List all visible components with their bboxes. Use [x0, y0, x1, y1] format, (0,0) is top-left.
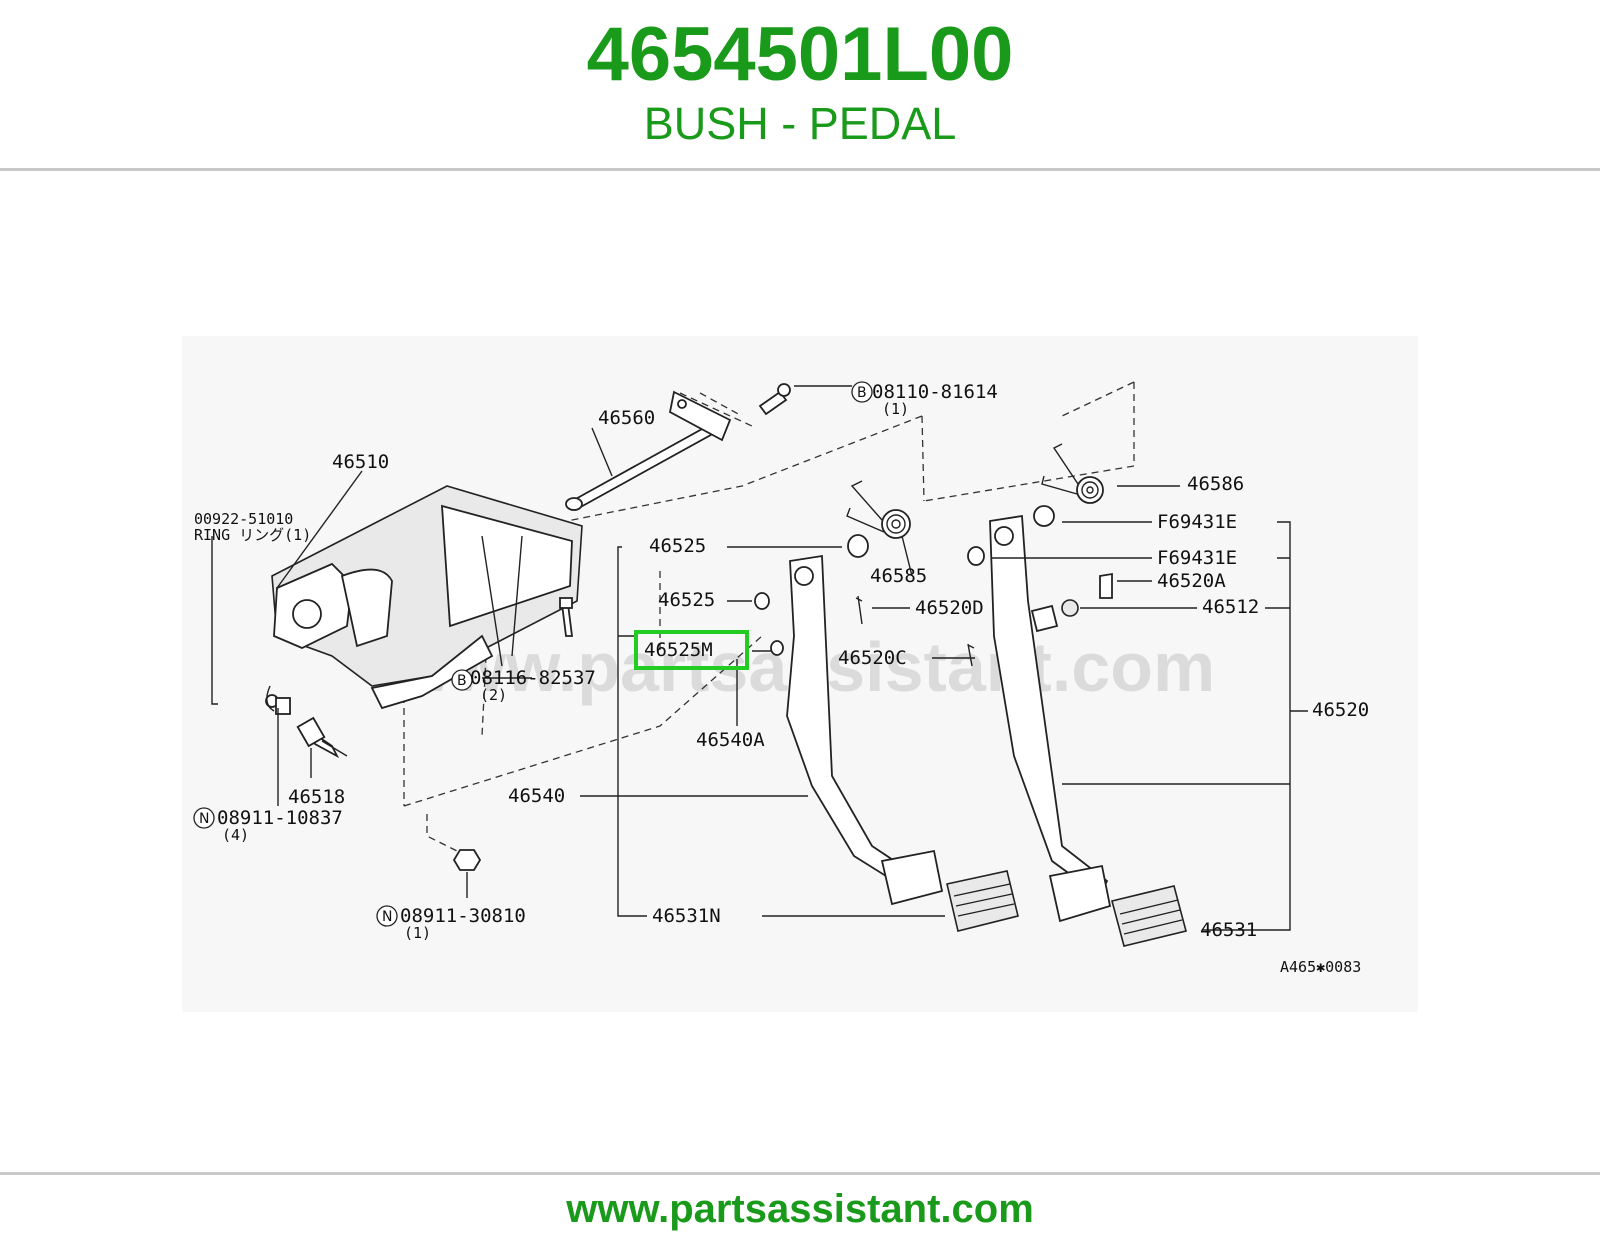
prefix-circle — [376, 905, 398, 927]
bushing-46518 — [296, 716, 348, 759]
dash-line — [699, 392, 743, 417]
prefix-circle — [193, 807, 215, 829]
callout-00922[interactable]: 00922-51010 — [194, 510, 293, 528]
brake-pedal-46540 — [786, 554, 1019, 932]
parts-diagram: www.partsassistant.com — [182, 336, 1418, 1012]
pin-46520C — [967, 643, 975, 667]
drawing-code: A465✱0083 — [1280, 958, 1361, 976]
prefix-circle — [851, 381, 873, 403]
divider-top — [0, 168, 1600, 171]
leader-line-46520 — [1062, 521, 1308, 931]
callout-46512[interactable]: 46512 — [1202, 596, 1259, 618]
bolt-08110 — [758, 383, 791, 416]
callout-46520D[interactable]: 46520D — [915, 597, 984, 619]
dash-line — [426, 814, 468, 857]
dash-line — [679, 392, 753, 427]
callout-46520[interactable]: 46520 — [1312, 699, 1369, 721]
callout-08911-10837[interactable]: 08911-10837 — [217, 807, 343, 829]
prefix-letter: B — [857, 385, 867, 401]
callout-46531[interactable]: 46531 — [1200, 919, 1257, 941]
callout-46540[interactable]: 46540 — [508, 785, 565, 807]
nut-08911-30810 — [452, 849, 482, 871]
callout-qty: (1) — [882, 400, 909, 418]
return-spring-46586 — [1041, 443, 1104, 504]
callout-46540A[interactable]: 46540A — [696, 729, 765, 751]
dash-line — [403, 635, 763, 807]
callout-F69431E-b[interactable]: F69431E — [1157, 547, 1237, 569]
nut-08911-10837 — [275, 697, 291, 715]
return-spring-46585 — [846, 480, 911, 539]
leader-line — [901, 535, 913, 577]
leader-line-46525-group — [617, 546, 647, 917]
callout-46518[interactable]: 46518 — [288, 786, 345, 808]
pedal-bracket-46510 — [265, 485, 583, 712]
prefix-letter: N — [199, 811, 209, 827]
dash-line — [921, 415, 925, 502]
callout-46525M-highlighted[interactable]: 46525M — [644, 639, 713, 661]
callout-08116[interactable]: 08116-82537 — [470, 667, 596, 689]
part-number-title: 4654501L00 — [586, 12, 1014, 97]
callout-46525-b[interactable]: 46525 — [658, 589, 715, 611]
dash-line — [1061, 381, 1135, 417]
callout-46531N[interactable]: 46531N — [652, 905, 721, 927]
divider-bottom — [0, 1172, 1600, 1175]
leader-line — [211, 536, 218, 705]
prefix-letter: N — [382, 909, 392, 925]
callout-qty: (2) — [480, 686, 507, 704]
callout-46520A[interactable]: 46520A — [1157, 570, 1226, 592]
callout-46520C[interactable]: 46520C — [838, 647, 907, 669]
bush-46525-upper — [847, 534, 869, 558]
header: 4654501L00 BUSH - PEDAL — [0, 0, 1600, 168]
dash-line — [923, 382, 1135, 502]
callout-qty: (4) — [222, 826, 249, 844]
leader-line — [276, 470, 363, 589]
callout-08110[interactable]: 08110-81614 — [872, 381, 998, 403]
callout-46510[interactable]: 46510 — [332, 451, 389, 473]
bush-F69431E-a — [1033, 505, 1055, 527]
callout-46560[interactable]: 46560 — [598, 407, 655, 429]
footer-url-link[interactable]: www.partsassistant.com — [566, 1187, 1034, 1231]
callout-F69431E-a[interactable]: F69431E — [1157, 511, 1237, 533]
callout-08911-30810[interactable]: 08911-30810 — [400, 905, 526, 927]
highlight-box — [634, 630, 749, 670]
bolt-08116 — [559, 597, 574, 637]
prefix-letter: B — [457, 673, 467, 689]
part-name-subtitle: BUSH - PEDAL — [643, 98, 957, 149]
diagram-svg: www.partsassistant.com — [193, 381, 1369, 976]
pedal-shaft-46560 — [565, 390, 732, 511]
stopper-46512 — [1061, 599, 1079, 617]
bolt-46520A — [1099, 572, 1113, 599]
bush-46525-lower — [754, 592, 770, 610]
prefix-circle — [451, 669, 473, 691]
pin-46520D — [855, 595, 863, 625]
callout-46525-a[interactable]: 46525 — [649, 535, 706, 557]
callout-46585[interactable]: 46585 — [870, 565, 927, 587]
callout-qty: (1) — [404, 924, 431, 942]
callout-00922-ring: RING リング(1) — [194, 526, 311, 544]
callout-46586[interactable]: 46586 — [1187, 473, 1244, 495]
clutch-pedal-46520 — [989, 514, 1187, 947]
dash-line — [491, 415, 923, 537]
leader-line — [591, 427, 613, 477]
bush-46525M — [770, 640, 784, 656]
bush-F69431E-b — [967, 546, 985, 566]
